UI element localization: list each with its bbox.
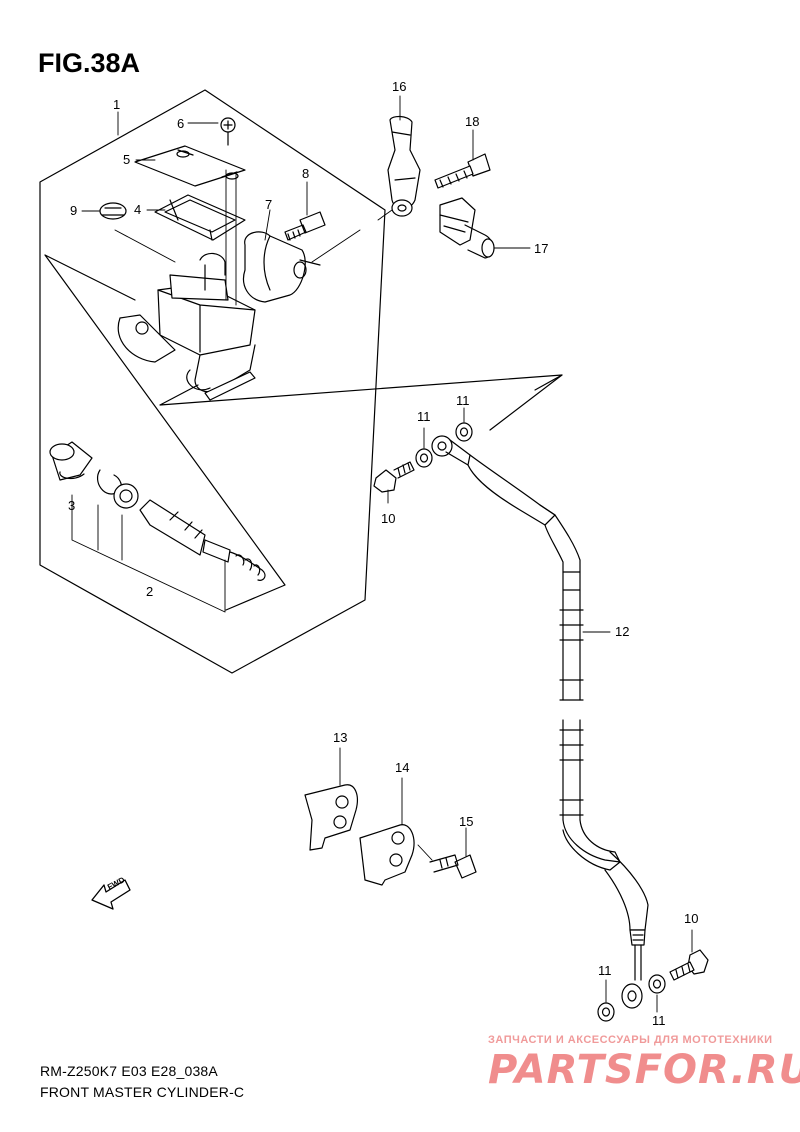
clutch-hose — [431, 435, 649, 1009]
piston-boot — [49, 441, 93, 481]
callout-11-upper-a: 11 — [417, 409, 431, 424]
callout-11-lower-b: 11 — [652, 1013, 666, 1028]
washer-lower-2 — [648, 974, 666, 994]
callout-14: 14 — [395, 760, 410, 775]
inspection-plate — [99, 202, 127, 220]
callout-8: 8 — [302, 166, 310, 181]
callout-15: 15 — [459, 814, 474, 829]
lever-pivot-bolt — [434, 153, 491, 189]
watermark-logo: PARTSFOR.RU — [488, 1047, 800, 1093]
washer-upper-1 — [415, 448, 433, 468]
clamp-bolt — [284, 211, 326, 241]
figure-code: RM-Z250K7 E03 E28_038A — [40, 1063, 218, 1079]
callout-11-upper-b: 11 — [456, 393, 470, 408]
callout-1: 1 — [113, 97, 121, 112]
handlebar-clamp — [243, 231, 321, 303]
callout-11-lower-a: 11 — [598, 963, 612, 978]
callout-3: 3 — [68, 498, 76, 513]
callout-5: 5 — [123, 152, 131, 167]
callout-10-upper: 10 — [381, 511, 396, 526]
figure-title: FIG.38A — [38, 48, 141, 78]
hose-guide-13 — [304, 784, 358, 851]
callout-6: 6 — [177, 116, 185, 131]
callout-4: 4 — [134, 202, 142, 217]
washer-lower-1 — [597, 1002, 615, 1022]
banjo-bolt-upper — [373, 461, 415, 493]
callout-12: 12 — [615, 624, 630, 639]
callout-17: 17 — [534, 241, 549, 256]
diaphragm — [154, 194, 246, 241]
washer-seal — [113, 483, 139, 509]
callout-7: 7 — [265, 197, 273, 212]
callout-9: 9 — [70, 203, 78, 218]
clutch-switch — [439, 197, 495, 259]
hose-guide-14 — [359, 824, 415, 886]
callout-18: 18 — [465, 114, 480, 129]
callout-2: 2 — [146, 584, 154, 599]
guide-bolt — [429, 854, 477, 879]
master-cylinder-body — [117, 252, 256, 401]
figure-name: FRONT MASTER CYLINDER-C — [40, 1084, 245, 1100]
callout-13: 13 — [333, 730, 348, 745]
seal-kit-outline — [44, 254, 286, 611]
cap-screw — [220, 117, 236, 146]
piston — [139, 499, 266, 581]
watermark-tagline: ЗАПЧАСТИ И АКСЕССУАРЫ ДЛЯ МОТОТЕХНИКИ — [488, 1034, 773, 1046]
reservoir-cap — [134, 145, 246, 187]
banjo-bolt-lower — [669, 949, 709, 981]
fwd-arrow-icon — [91, 879, 131, 910]
clutch-lever — [387, 115, 421, 217]
callout-10-lower: 10 — [684, 911, 699, 926]
washer-upper-2 — [455, 422, 473, 442]
assembly-outline — [39, 89, 386, 674]
callout-16: 16 — [392, 79, 407, 94]
